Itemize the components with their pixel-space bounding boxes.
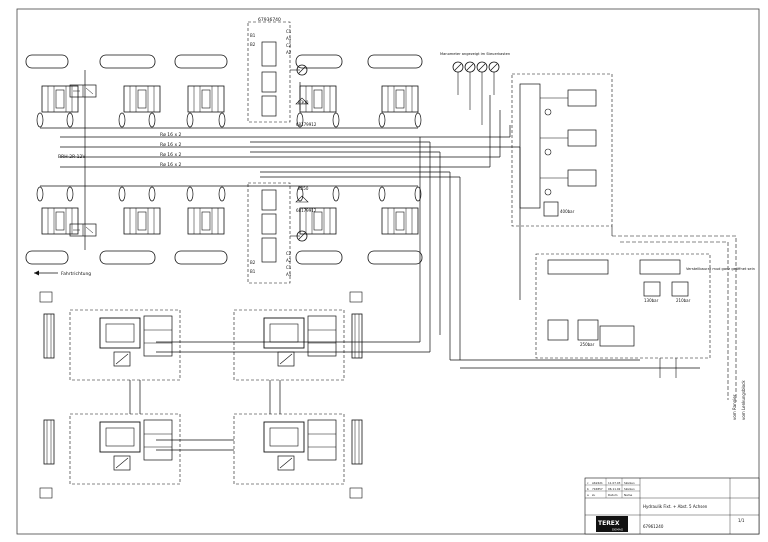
port-a1-lower: A1: [286, 272, 292, 277]
drawing-title: Hydraulik Fixt. + Abst. 5 Achsen: [643, 504, 708, 509]
pipe-label-2: Rø 16 x 2: [160, 142, 182, 148]
top-cylinders: [36, 112, 422, 202]
sheet-frame: [16, 8, 760, 535]
upper-control-block: 67936740 B300 68179912 B1 B2 C1 A1 C2 A2: [247, 17, 317, 127]
rev-a-date: Datum: [608, 493, 618, 497]
right-lower-valve-block: 130bar 210bar 250bar Verstellbaurat mud …: [535, 253, 755, 378]
rev-c-index: c: [587, 481, 589, 485]
rev-a-index: a: [587, 493, 589, 497]
lower-cylinders: [39, 291, 363, 499]
rev-a-name: Name: [624, 493, 633, 497]
pressure-250: 250bar: [580, 342, 595, 347]
terex-logo: [596, 516, 628, 532]
pipe-ref: BRH-2R-12V: [58, 154, 86, 160]
rev-b-no: 716857: [592, 487, 603, 491]
vert-note-2: vom Rangier: [732, 394, 737, 420]
port-b2-lower: B2: [250, 260, 256, 265]
valve-note: Verstellbaurat mud ganz geöffnet sein: [686, 267, 755, 271]
port-a1: A1: [286, 36, 292, 41]
vert-note-1: vom Lenkungsblock: [741, 380, 746, 420]
rev-b-date: 06.11.02: [608, 487, 621, 491]
lower-axle-row: [25, 207, 423, 265]
pressure-400: 400bar: [560, 209, 575, 214]
port-b1-lower: B1: [250, 269, 256, 274]
pressure-130: 130bar: [644, 298, 659, 303]
rev-c-date: 11.07.03: [608, 481, 621, 485]
drawing-number: 67961240: [643, 524, 664, 529]
port-b1: B1: [250, 33, 256, 38]
valve-top-no: 68179912: [296, 122, 317, 127]
port-c1-lower: C1: [286, 265, 292, 270]
lower-pipes: [129, 335, 700, 451]
direction-label: Fahrtrichtung: [61, 271, 91, 277]
upper-part-no: 67936740: [258, 17, 281, 23]
pipe-label-3: Rø 16 x 2: [160, 152, 182, 158]
port-b2: B2: [250, 42, 256, 47]
company-sub: DEMAG: [612, 528, 624, 532]
pressure-210: 210bar: [676, 298, 691, 303]
pipe-label-4: Rø 16 x 2: [160, 162, 182, 168]
valve-bottom-label: B250: [298, 186, 309, 191]
rev-c-no: A62421: [592, 481, 603, 485]
sheet-number: 1/1: [738, 518, 745, 523]
port-c1: C1: [286, 29, 292, 34]
gauge-row: Manometer angezeigt im Steuerkasten: [440, 52, 510, 125]
port-a2: A2: [286, 50, 292, 55]
port-a2-lower: A2: [286, 258, 292, 263]
pipe-label-1: Rø 16 x 2: [160, 132, 182, 138]
port-c2: C2: [286, 43, 292, 48]
right-valve-manifold: 400bar: [511, 73, 613, 236]
gauge-note: Manometer angezeigt im Steuerkasten: [440, 52, 510, 56]
rev-b-index: b: [587, 487, 589, 491]
rev-b-name: Skizzen: [624, 487, 635, 491]
top-axle-row: [25, 54, 423, 113]
valve-top-label: B300: [298, 100, 309, 105]
port-c2-lower: C2: [286, 251, 292, 256]
rev-c-name: Skizzen: [624, 481, 635, 485]
lower-control-block: B250 68179912 B2 B1 C2 A2 C1 A1: [247, 182, 317, 284]
valve-bottom-no: 68179912: [296, 208, 317, 213]
title-block: c A62421 11.07.03 Skizzen b 716857 06.11…: [584, 477, 760, 535]
main-pipes: [40, 70, 521, 360]
external-dashed-lines: [612, 235, 737, 400]
company-name: TEREX: [598, 520, 620, 527]
direction-arrow: Fahrtrichtung: [34, 270, 91, 277]
rev-a-no: zu: [592, 493, 595, 497]
